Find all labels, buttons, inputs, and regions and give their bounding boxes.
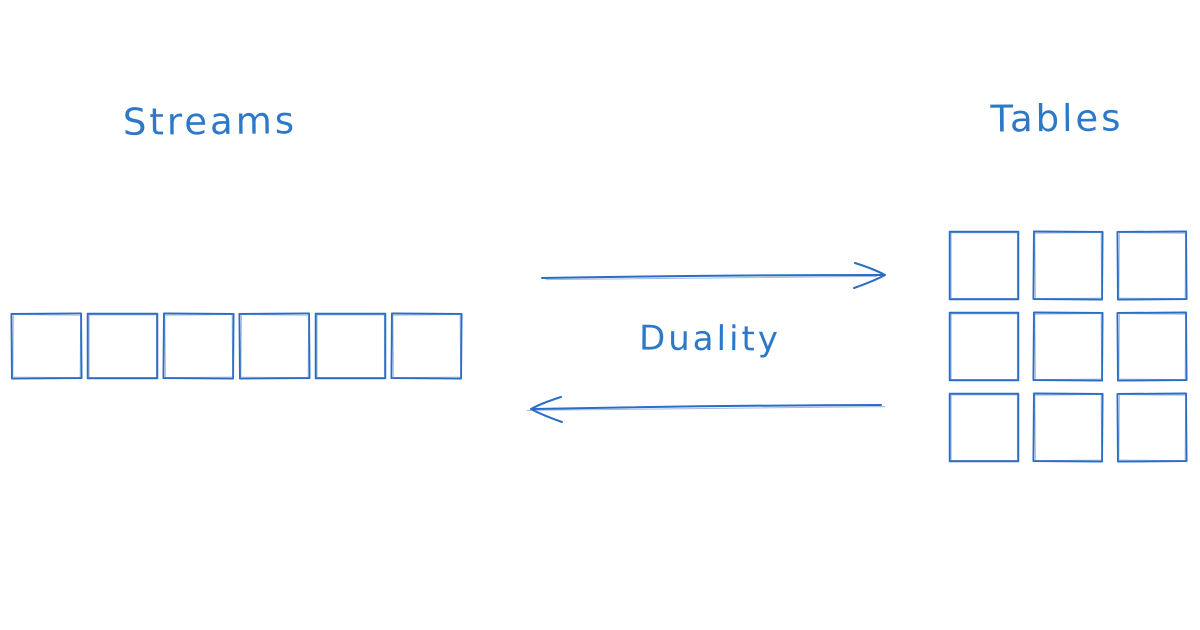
table-cell <box>948 392 1020 463</box>
table-cell <box>1116 311 1188 382</box>
table-cell <box>1116 392 1188 463</box>
tables-to-streams-arrow <box>526 396 886 423</box>
table-cell <box>1032 311 1104 382</box>
table-cell <box>1032 392 1104 463</box>
stream-cell <box>86 312 159 380</box>
table-cell <box>948 311 1020 382</box>
tables-label: Tables <box>990 96 1124 141</box>
streams-to-tables-arrow <box>541 262 886 289</box>
tables-grid <box>948 230 1188 463</box>
duality-label: Duality <box>638 318 782 360</box>
streams-row <box>10 312 463 380</box>
streams-label: Streams <box>122 99 298 144</box>
stream-cell <box>10 312 83 380</box>
stream-cell <box>162 312 235 380</box>
table-cell <box>948 230 1020 301</box>
stream-cell <box>238 312 311 380</box>
stream-cell <box>314 312 387 380</box>
table-cell <box>1116 230 1188 301</box>
table-cell <box>1032 230 1104 301</box>
stream-cell <box>390 312 463 380</box>
